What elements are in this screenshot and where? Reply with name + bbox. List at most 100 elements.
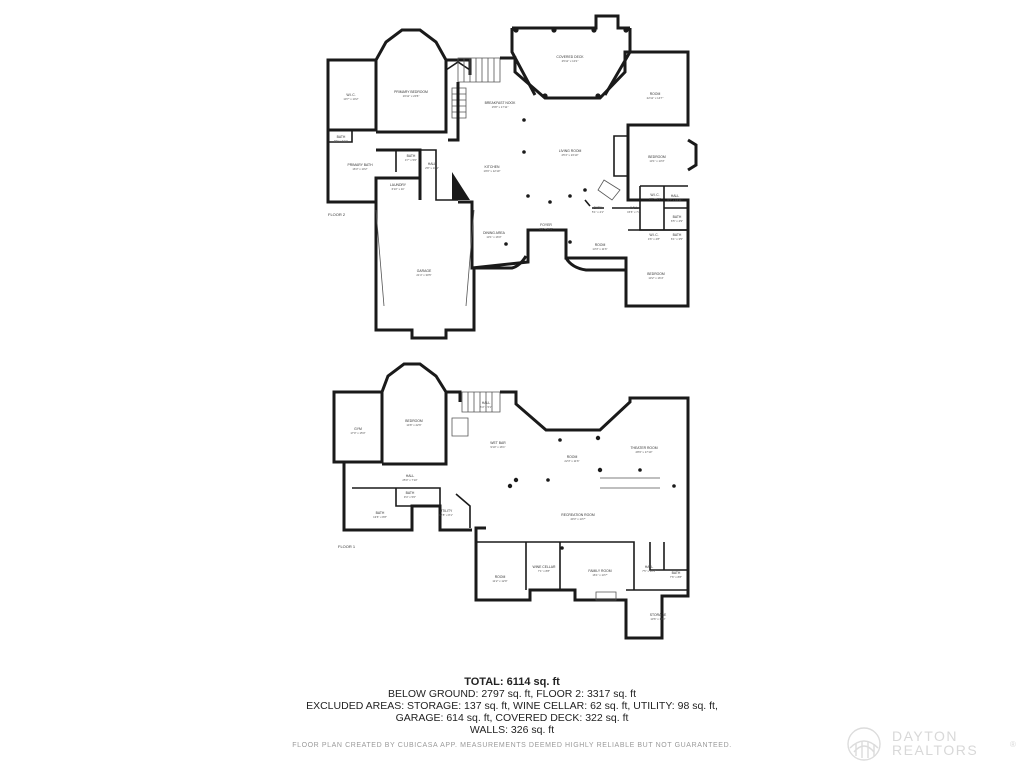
room-dimensions: 4'6" x 4'8" <box>648 237 660 241</box>
room-name: BATH <box>376 511 385 515</box>
room-name: PRIMARY BATH <box>347 163 373 167</box>
room-name: BATH <box>673 215 682 219</box>
room-dimensions: 7'5" x 10'4" <box>642 569 656 573</box>
room-name: W.I.C. <box>650 193 659 197</box>
room-dimensions: 16'3" x 10'2" <box>352 167 367 171</box>
room-dimensions: 9'4" x 5'0" <box>404 495 416 499</box>
disclaimer: FLOOR PLAN CREATED BY CUBICASA APP. MEAS… <box>292 742 732 749</box>
room-dimensions: 28'9" x 17'10" <box>636 450 653 454</box>
area-line-4: WALLS: 326 sq. ft <box>469 724 555 736</box>
room-name: BEDROOM <box>648 155 666 159</box>
room-name: STORAGE <box>650 613 667 617</box>
brand-line-1: DAYTON <box>892 728 959 744</box>
room-name: BATH <box>672 571 681 575</box>
room-name: COVERED DECK <box>556 55 584 59</box>
room-dimensions: 25'11" x 10'1" <box>562 59 579 63</box>
floor-1-plan <box>332 362 690 640</box>
room-dimensions: 4'7" x 5'0" <box>405 158 417 162</box>
room-dimensions: 21'4" x 30'5" <box>416 273 431 277</box>
room-dimensions: 6'10" x 10' <box>392 187 405 191</box>
room-dimensions: 13'6" x 10'0" <box>650 617 665 621</box>
total-area: TOTAL: 6114 sq. ft <box>464 676 560 688</box>
room-dimensions: 6'5" x 4'1" <box>649 197 661 201</box>
room-dimensions: 15'8" x 17'11" <box>492 105 509 109</box>
room-dimensions: 10'7" x 10'2" <box>343 97 358 101</box>
room-dimensions: 19'6" x 12'10" <box>484 169 501 173</box>
room-dimensions: 13'3" x 11'6" <box>592 247 607 251</box>
room-name: PRIMARY BEDROOM <box>394 90 428 94</box>
room-dimensions: 17'0" x 15'0" <box>350 431 365 435</box>
room-name: BATH <box>407 154 416 158</box>
room-name: GARAGE <box>417 269 432 273</box>
room-name: HALL <box>630 206 639 210</box>
room-dimensions: 5'5" x 3'10" <box>334 139 348 143</box>
room-name: BREAKFAST NOOK <box>485 101 517 105</box>
room-dimensions: 6'5" x 4'9" <box>671 219 683 223</box>
room-dimensions: 2'8" x 10'4" <box>425 166 439 170</box>
room-dimensions: 12'8" x 8'1" <box>439 513 453 517</box>
room-dimensions: 14'8" x 22'6" <box>406 423 421 427</box>
room-dimensions: 5'1" x 4'1" <box>592 210 604 214</box>
room-dimensions: 15'6" x 7'2" <box>627 210 641 214</box>
room-name: LIVING ROOM <box>559 149 582 153</box>
room-name: THEATER ROOM <box>630 446 657 450</box>
room-dimensions: 25'3" x 23'10" <box>562 153 579 157</box>
room-dimensions: 25'0" x 7'10" <box>402 478 417 482</box>
room-name: GYM <box>354 427 362 431</box>
room-name: HALL <box>406 474 415 478</box>
room-dimensions: 9'10" x 16'1" <box>490 445 505 449</box>
room-dimensions: 6'1" x 3'5" <box>671 237 683 241</box>
room-dimensions: 8'9" x 11'3" <box>539 227 553 231</box>
brand-watermark: DAYTON REALTORS ® <box>838 726 1020 762</box>
room-name: UTILITY <box>440 509 453 513</box>
room-name: ROOM <box>567 455 578 459</box>
room-dimensions: 6'4" x 5'1" <box>480 405 492 409</box>
brand-registered-mark: ® <box>1010 740 1018 749</box>
room-name: HALL <box>482 401 491 405</box>
room-name: DINING AREA <box>483 231 506 235</box>
room-name: BEDROOM <box>647 272 665 276</box>
room-name: HALL <box>671 194 680 198</box>
brand-mark-icon <box>847 727 881 761</box>
floor-2-label: FLOOR 2 <box>328 212 346 217</box>
floor-2-plan <box>326 14 698 340</box>
room-name: W.I.C. <box>346 93 355 97</box>
room-name: RECREATION ROOM <box>561 513 595 517</box>
room-name: ROOM <box>595 243 606 247</box>
room-dimensions: 16'11" x 20'6" <box>403 94 420 98</box>
room-labels: W.I.C.10'7" x 10'2"PRIMARY BEDROOM16'11"… <box>334 55 683 621</box>
room-dimensions: 7'6" x 8'8" <box>670 575 682 579</box>
room-name: LAUNDRY <box>390 183 407 187</box>
room-name: ROOM <box>495 575 506 579</box>
room-name: BEDROOM <box>405 419 423 423</box>
room-dimensions: 13'1" x 16'0" <box>486 235 501 239</box>
room-dimensions: 22'3" x 11'6" <box>564 459 579 463</box>
room-name: FAMILY ROOM <box>588 569 611 573</box>
room-dimensions: 16'1" x 13'7" <box>592 573 607 577</box>
room-name: BATH <box>337 135 346 139</box>
room-name: BATH <box>594 206 603 210</box>
room-name: BATH <box>406 491 415 495</box>
room-name: ROOM <box>650 92 661 96</box>
room-dimensions: 40'3" x 13'7" <box>570 517 585 521</box>
room-dimensions: 6'7" x 16'11" <box>667 198 682 202</box>
room-dimensions: 13'6" x 8'8" <box>373 515 387 519</box>
room-name: BATH <box>673 233 682 237</box>
room-name: FOYER <box>540 223 552 227</box>
area-line-3: GARAGE: 614 sq. ft, COVERED DECK: 322 sq… <box>395 712 629 724</box>
room-name: HALL <box>645 565 654 569</box>
room-dimensions: 7'1" x 8'8" <box>538 569 550 573</box>
room-name: HALL <box>428 162 437 166</box>
area-line-2: EXCLUDED AREAS: STORAGE: 137 sq. ft, WIN… <box>306 700 718 712</box>
brand-line-2: REALTORS <box>892 742 979 758</box>
room-name: WET BAR <box>490 441 506 445</box>
area-line-1: BELOW GROUND: 2797 sq. ft, FLOOR 2: 3317… <box>387 688 636 700</box>
floor-1-label: FLOOR 1 <box>338 544 356 549</box>
room-name: KITCHEN <box>485 165 500 169</box>
room-dimensions: 13'2" x 16'4" <box>648 276 663 280</box>
room-dimensions: 22'11" x 14'7" <box>647 96 664 100</box>
room-name: W.I.C. <box>649 233 658 237</box>
room-dimensions: 11'2" x 12'9" <box>492 579 507 583</box>
room-name: WINE CELLAR <box>533 565 557 569</box>
